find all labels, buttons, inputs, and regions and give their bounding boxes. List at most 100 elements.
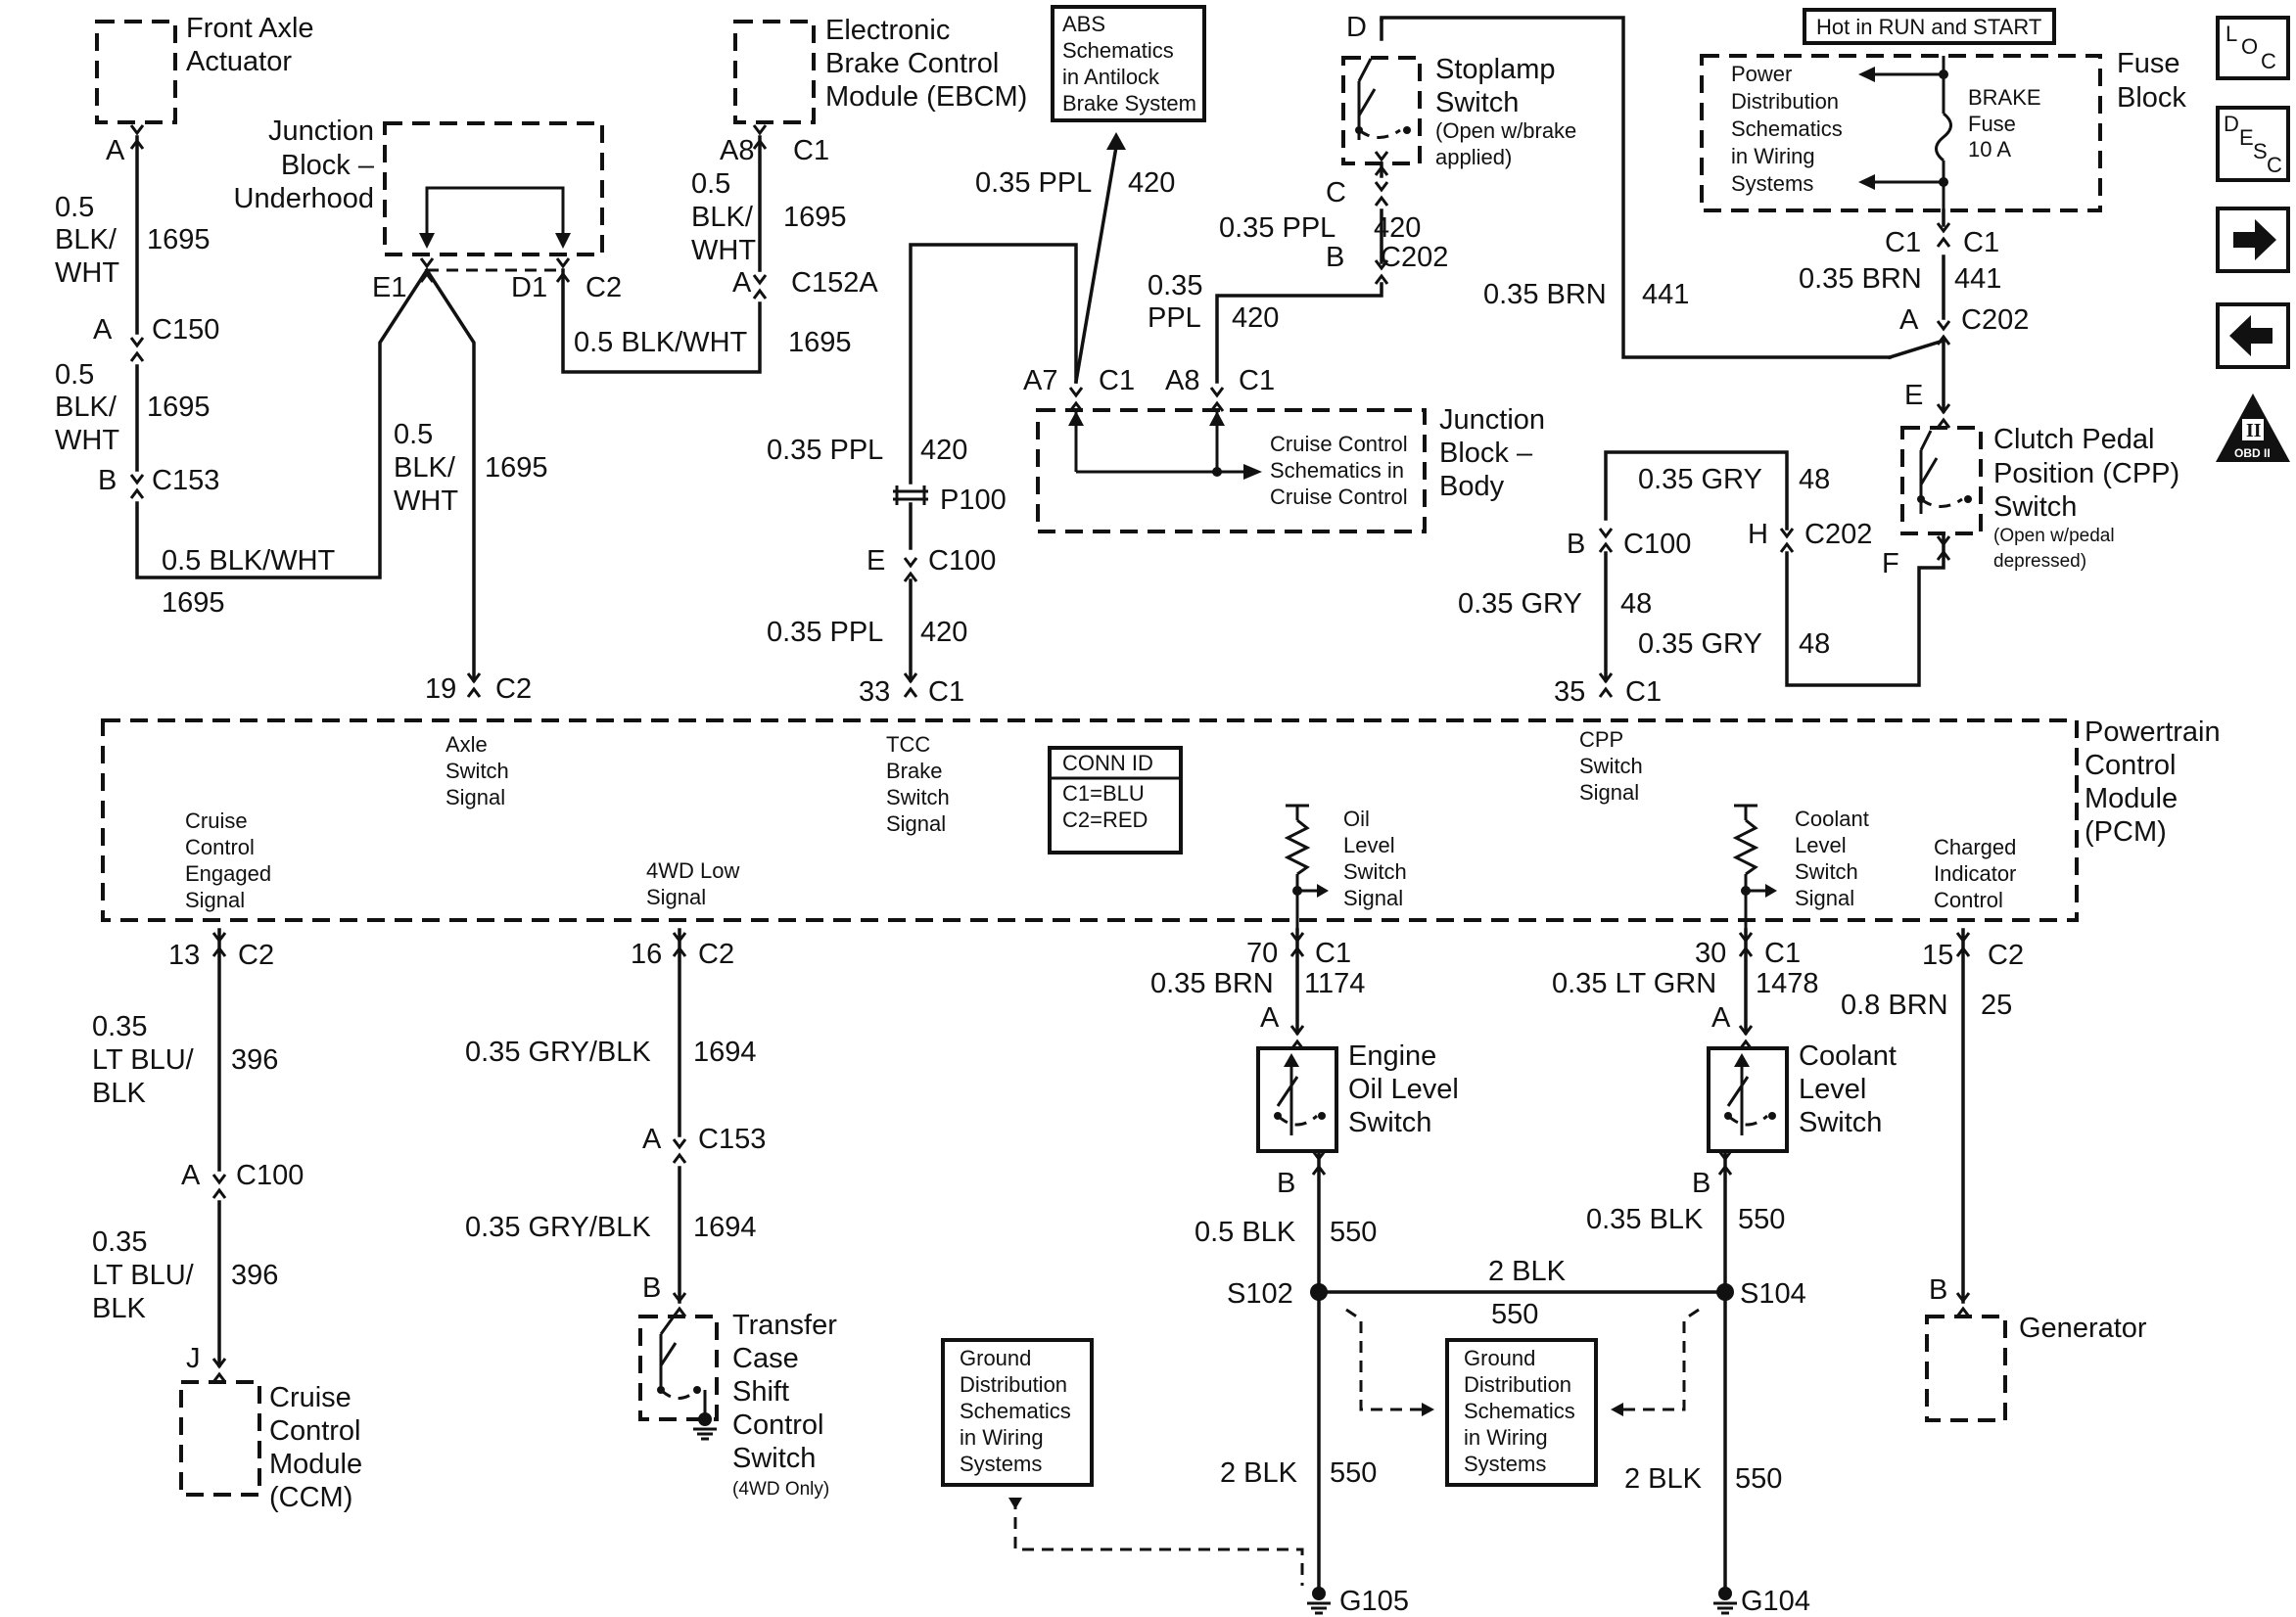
- connector-mark: [1374, 195, 1389, 207]
- arrow-right-icon[interactable]: [2216, 207, 2290, 273]
- desc-icon[interactable]: D E S C: [2216, 106, 2290, 182]
- svg-text:S102: S102: [1227, 1278, 1293, 1310]
- svg-text:0.5 BLK/WHT: 0.5 BLK/WHT: [162, 545, 336, 577]
- svg-text:D: D: [1346, 12, 1367, 43]
- connector-mark: [129, 487, 145, 499]
- ground-distribution-ref-left[interactable]: Ground Distribution Schematics in Wiring…: [941, 1338, 1094, 1487]
- svg-text:2 BLK: 2 BLK: [1624, 1463, 1703, 1495]
- svg-text:applied): applied): [1435, 145, 1512, 169]
- loc-icon[interactable]: L O C: [2216, 16, 2290, 80]
- svg-text:0.35 PPL: 0.35 PPL: [767, 617, 883, 648]
- connector-mark: [1936, 417, 1951, 429]
- stoplamp-switch: Stoplamp Switch (Open w/brake applied): [1341, 54, 1576, 169]
- svg-text:Generator: Generator: [2019, 1313, 2147, 1344]
- svg-text:Signal: Signal: [185, 888, 245, 912]
- connector-mark: [1955, 1292, 1971, 1304]
- connector-mark: [555, 271, 571, 283]
- svg-text:Schematics: Schematics: [960, 1399, 1071, 1423]
- svg-text:550: 550: [1330, 1457, 1377, 1489]
- svg-text:E1: E1: [372, 272, 406, 303]
- ebcm: Electronic Brake Control Module (EBCM): [733, 15, 1027, 124]
- svg-text:B: B: [1567, 529, 1585, 560]
- connector-mark: [1779, 528, 1795, 539]
- svg-text:0.35 LT GRN: 0.35 LT GRN: [1552, 968, 1716, 999]
- svg-text:Front Axle: Front Axle: [186, 13, 314, 44]
- svg-text:Distribution: Distribution: [960, 1372, 1067, 1397]
- ground-distribution-ref-center[interactable]: Ground Distribution Schematics in Wiring…: [1445, 1338, 1598, 1487]
- svg-text:Stoplamp: Stoplamp: [1435, 54, 1556, 85]
- svg-text:C1: C1: [1885, 227, 1921, 258]
- svg-text:E: E: [1904, 380, 1923, 411]
- svg-text:Control: Control: [185, 835, 255, 859]
- connector-mark: [672, 1138, 687, 1150]
- svg-text:BLK/: BLK/: [55, 224, 117, 255]
- svg-text:C202: C202: [1961, 304, 2029, 336]
- svg-text:Cruise Control: Cruise Control: [1270, 432, 1408, 456]
- svg-text:C153: C153: [152, 465, 219, 496]
- svg-text:441: 441: [1642, 279, 1689, 310]
- svg-text:Schematics: Schematics: [1464, 1399, 1575, 1423]
- connector-mark: [903, 672, 918, 684]
- connector-mark: [466, 686, 482, 698]
- svg-text:0.35 GRY/BLK: 0.35 GRY/BLK: [465, 1212, 651, 1243]
- svg-text:ABS: ABS: [1062, 12, 1105, 36]
- svg-text:C1: C1: [793, 135, 829, 166]
- svg-text:550: 550: [1738, 1204, 1785, 1235]
- svg-text:0.5: 0.5: [55, 192, 94, 223]
- svg-text:C2: C2: [698, 939, 734, 970]
- svg-text:C1: C1: [1239, 365, 1275, 396]
- svg-text:L: L: [2226, 22, 2237, 46]
- svg-text:1695: 1695: [147, 224, 211, 255]
- arrow-left-icon[interactable]: [2216, 302, 2290, 369]
- svg-text:Position (CPP): Position (CPP): [1993, 458, 2179, 489]
- svg-text:396: 396: [231, 1044, 278, 1076]
- pin-labels: A A B E1 D1 A8 A D C B A7 A8 A E F H B E…: [93, 12, 1953, 1374]
- svg-text:48: 48: [1620, 588, 1652, 620]
- svg-text:(PCM): (PCM): [2085, 816, 2167, 848]
- svg-text:TCC: TCC: [886, 732, 930, 757]
- svg-text:550: 550: [1330, 1217, 1377, 1248]
- svg-text:OBD II: OBD II: [2234, 446, 2271, 460]
- svg-text:C150: C150: [152, 314, 219, 346]
- svg-text:C1: C1: [1625, 676, 1662, 708]
- svg-text:Ground: Ground: [1464, 1346, 1535, 1370]
- svg-text:1694: 1694: [693, 1212, 757, 1243]
- svg-text:Switch: Switch: [886, 785, 950, 809]
- connector-mark: [129, 474, 145, 485]
- svg-text:C202: C202: [1381, 242, 1448, 273]
- svg-text:0.35 PPL: 0.35 PPL: [767, 435, 883, 466]
- svg-text:BLK: BLK: [92, 1293, 146, 1324]
- svg-text:in Wiring: in Wiring: [960, 1425, 1044, 1450]
- cpp-switch: Clutch Pedal Position (CPP) Switch (Open…: [1900, 424, 2179, 572]
- svg-text:0.35 BRN: 0.35 BRN: [1150, 968, 1274, 999]
- svg-text:Switch: Switch: [1993, 491, 2077, 523]
- obd-ii-icon[interactable]: II OBD II: [2216, 393, 2290, 462]
- svg-text:LT BLU/: LT BLU/: [92, 1260, 195, 1291]
- svg-text:depressed): depressed): [1993, 551, 2086, 572]
- svg-text:Ground: Ground: [960, 1346, 1031, 1370]
- front-axle-actuator: Front Axle Actuator: [95, 13, 314, 124]
- svg-text:BRAKE: BRAKE: [1968, 85, 2041, 110]
- connector-mark: [211, 1174, 227, 1185]
- abs-schematics-reference[interactable]: ABS Schematics in Antilock Brake System: [1051, 5, 1206, 122]
- wire-420-stoplamp: [909, 16, 1892, 682]
- connector-mark: [1374, 259, 1389, 271]
- connector-mark: [211, 1358, 227, 1369]
- svg-text:in Wiring: in Wiring: [1464, 1425, 1548, 1450]
- svg-text:Switch: Switch: [1348, 1107, 1431, 1138]
- connector-mark: [211, 1371, 227, 1383]
- connector-mark: [903, 557, 918, 569]
- svg-text:A8: A8: [1165, 365, 1199, 396]
- svg-text:A: A: [642, 1124, 662, 1155]
- svg-text:Clutch Pedal: Clutch Pedal: [1993, 424, 2154, 455]
- svg-text:Switch: Switch: [1343, 859, 1407, 884]
- svg-text:Transfer: Transfer: [732, 1310, 837, 1341]
- svg-text:0.35 BLK: 0.35 BLK: [1586, 1204, 1704, 1235]
- coolant-level-switch: Coolant Level Switch: [1707, 1040, 1897, 1153]
- svg-text:Block –: Block –: [281, 150, 375, 181]
- svg-text:Level: Level: [1795, 833, 1847, 857]
- svg-text:C1: C1: [928, 676, 964, 708]
- connector-mark: [903, 571, 918, 582]
- svg-text:C100: C100: [236, 1160, 304, 1191]
- svg-text:WHT: WHT: [394, 485, 458, 517]
